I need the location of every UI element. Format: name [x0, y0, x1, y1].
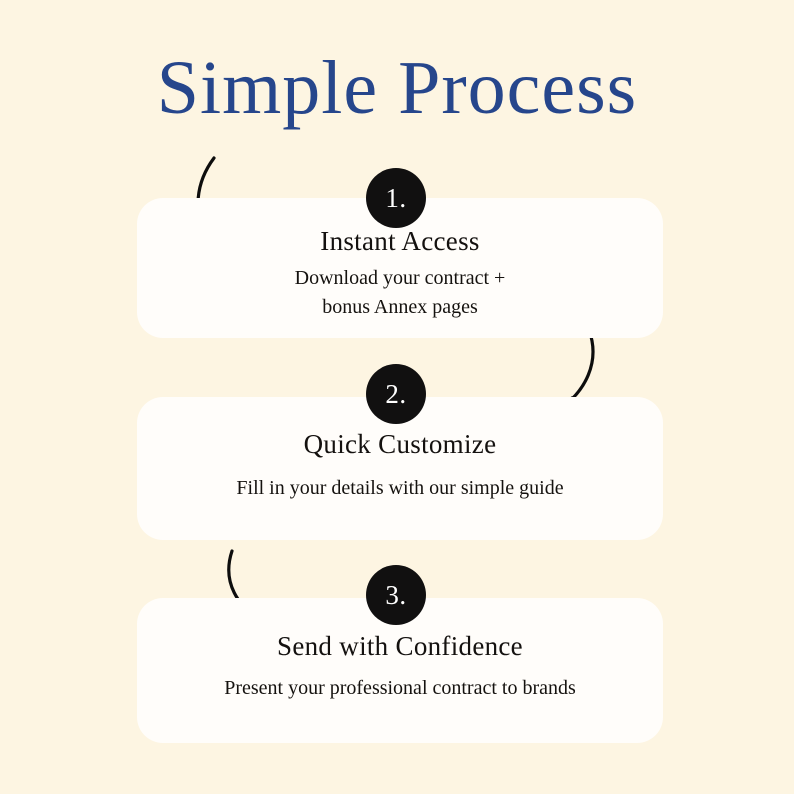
step-1-body: Download your contract + bonus Annex pag…	[137, 264, 663, 322]
page-title: Simple Process	[156, 46, 638, 130]
step-2-body-line-1: Fill in your details with our simple gui…	[236, 477, 564, 499]
step-3-body: Present your professional contract to br…	[137, 674, 663, 703]
step-3-number-badge: 3.	[366, 565, 426, 625]
step-1-body-line-2: bonus Annex pages	[322, 296, 478, 318]
step-2-heading: Quick Customize	[303, 429, 497, 459]
step-2-body: Fill in your details with our simple gui…	[137, 474, 663, 503]
step-1-number-badge: 1.	[366, 168, 426, 228]
step-3-body-line-1: Present your professional contract to br…	[224, 677, 576, 699]
step-card-1: Instant Access Download your contract + …	[137, 198, 663, 338]
step-1-heading: Instant Access	[320, 226, 480, 256]
step-1-body-line-1: Download your contract +	[294, 267, 506, 289]
step-2-number-badge: 2.	[366, 364, 426, 424]
step-3-heading: Send with Confidence	[277, 631, 523, 661]
